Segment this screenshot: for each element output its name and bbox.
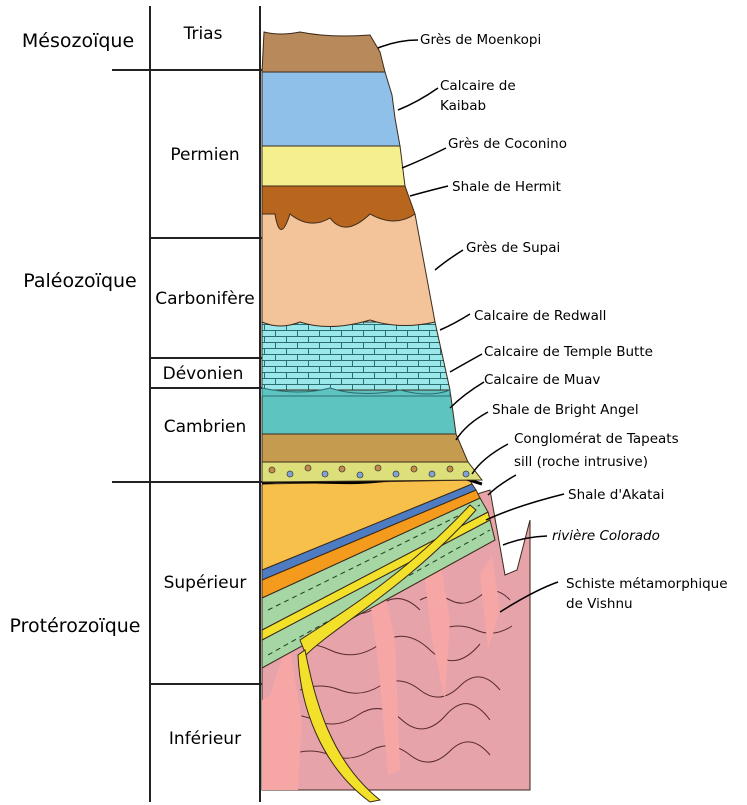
label-shale-de-bright-angel: Shale de Bright Angel	[492, 402, 639, 418]
label-calcaire-de-temple-butte: Calcaire de Temple Butte	[484, 344, 653, 360]
label-gres-de-coconino: Grès de Coconino	[448, 136, 567, 152]
label-schiste-metamorphique-line2: de Vishnu	[566, 596, 633, 612]
period-label-carbonifere: Carbonifère	[155, 289, 255, 309]
moenkopi-sandstone-layer	[262, 32, 385, 72]
label-sill-roche-intrusive: sill (roche intrusive)	[514, 454, 648, 470]
era-label-proterozoique: Protérozoïque	[10, 615, 141, 637]
supai-sandstone-layer	[262, 214, 435, 327]
bright-angel-shale-layer	[262, 434, 468, 462]
time-scale-frame	[112, 6, 262, 802]
period-label-permien: Permien	[170, 145, 239, 165]
label-shale-dakatai: Shale d'Akatai	[568, 487, 664, 503]
label-calcaire-de-muav: Calcaire de Muav	[484, 372, 600, 388]
muav-limestone-layer	[262, 390, 456, 434]
period-label-trias: Trias	[183, 24, 223, 44]
era-label-mesozoique: Mésozoïque	[22, 30, 134, 52]
label-calcaire-de-redwall: Calcaire de Redwall	[474, 308, 606, 324]
period-label-devonien: Dévonien	[163, 364, 244, 384]
period-label-superieur: Supérieur	[164, 573, 247, 593]
kaibab-limestone-layer	[262, 72, 400, 146]
label-riviere-colorado: rivière Colorado	[552, 528, 660, 544]
period-label-cambrien: Cambrien	[164, 417, 247, 437]
label-calcaire-de-kaibab-line1: Calcaire de	[440, 78, 516, 94]
label-shale-de-hermit: Shale de Hermit	[452, 179, 561, 195]
label-conglomerat-de-tapeats: Conglomérat de Tapeats	[514, 431, 679, 447]
label-gres-de-moenkopi: Grès de Moenkopi	[420, 32, 541, 48]
label-schiste-metamorphique-line1: Schiste métamorphique	[566, 576, 728, 592]
label-calcaire-de-kaibab-line2: Kaibab	[440, 98, 486, 114]
redwall-limestone-layer	[262, 322, 450, 390]
era-label-paleozoique: Paléozoïque	[23, 270, 137, 292]
coconino-sandstone-layer	[262, 146, 405, 186]
label-gres-de-supai: Grès de Supai	[466, 240, 560, 256]
period-label-inferieur: Inférieur	[169, 729, 241, 749]
